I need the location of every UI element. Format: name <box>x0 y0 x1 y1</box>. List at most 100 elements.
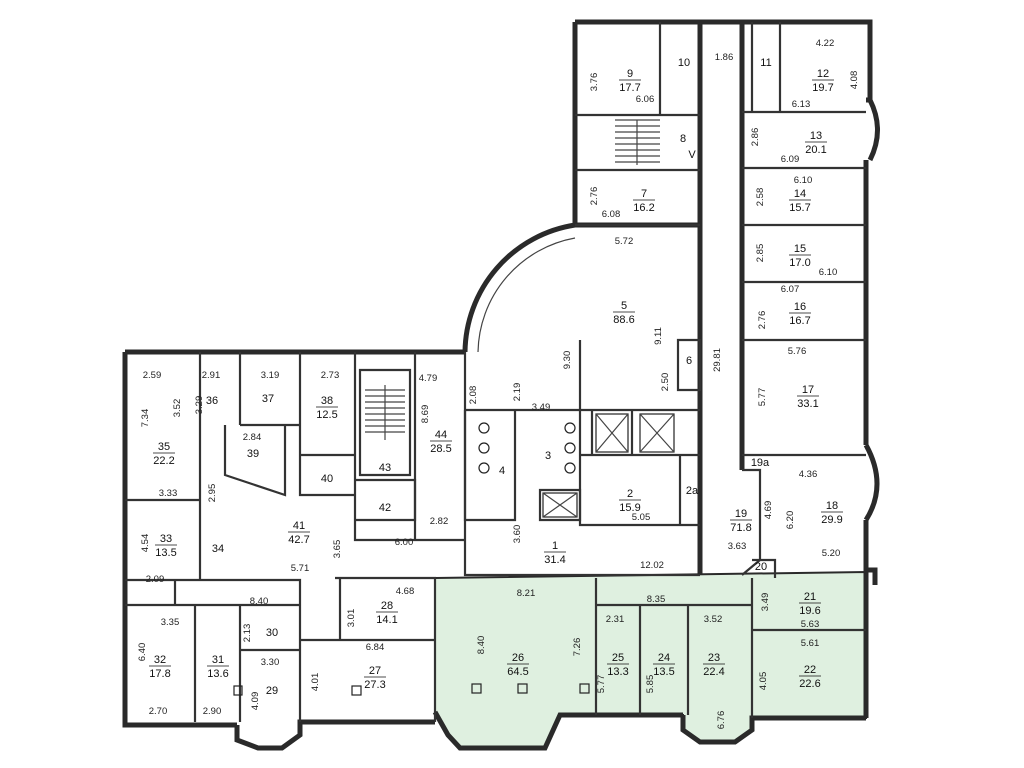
dimension-label: 4.22 <box>816 38 835 49</box>
dimension-label: 5.72 <box>615 236 634 247</box>
dimension-label: 2.50 <box>660 373 671 392</box>
room-number-26: 26 <box>512 652 524 664</box>
room-area-9: 17.7 <box>619 82 640 94</box>
dimension-label: 5.77 <box>757 388 768 407</box>
dimension-label: 2.58 <box>755 188 766 207</box>
room-number-20: 20 <box>755 561 767 573</box>
dimension-label: 7.34 <box>140 409 151 428</box>
dimension-label: 9.30 <box>562 351 573 370</box>
room-area-27: 27.3 <box>364 679 385 691</box>
dimension-label: 3.29 <box>194 396 205 415</box>
dimension-label: 3.60 <box>512 525 523 544</box>
dimension-label: 5.61 <box>801 638 820 649</box>
dimension-label: 3.49 <box>532 402 551 413</box>
dimension-label: 5.20 <box>822 548 841 559</box>
room-area-15: 17.0 <box>789 257 810 269</box>
dimension-label: 3.52 <box>172 399 183 418</box>
dimension-label: 3.76 <box>589 73 600 92</box>
dimension-label: 2.86 <box>750 128 761 147</box>
dimension-label: 4.01 <box>310 673 321 692</box>
dimension-label: 3.30 <box>261 657 280 668</box>
room-number-12: 12 <box>817 68 829 80</box>
dimension-label: 2.09 <box>146 574 165 585</box>
room-area-26: 64.5 <box>507 666 528 678</box>
room-number-18: 18 <box>826 500 838 512</box>
dimension-label: 4.69 <box>763 501 774 520</box>
room-number-24: 24 <box>658 652 670 664</box>
dimension-label: 4.79 <box>419 373 438 384</box>
dimension-label: 3.19 <box>261 370 280 381</box>
dimension-label: 2.84 <box>243 432 262 443</box>
dimension-label: 2.82 <box>430 516 449 527</box>
room-area-2: 15.9 <box>619 502 640 514</box>
dimension-label: 2.19 <box>512 383 523 402</box>
dimension-label: 5.76 <box>788 346 807 357</box>
dimension-label: 4.54 <box>140 534 151 553</box>
elevator-shafts <box>542 413 675 518</box>
room-area-28: 14.1 <box>376 614 397 626</box>
room-number-1: 1 <box>552 540 558 552</box>
room-number-5: 5 <box>621 300 627 312</box>
dimension-label: 4.09 <box>250 692 261 711</box>
interior-walls <box>125 22 866 722</box>
room-area-7: 16.2 <box>633 202 654 214</box>
room-number-15: 15 <box>794 243 806 255</box>
room-number-34: 34 <box>212 543 224 555</box>
room-number-41: 41 <box>293 520 305 532</box>
dimension-label: 6.08 <box>602 209 621 220</box>
room-area-1: 31.4 <box>544 554 565 566</box>
room-number-30: 30 <box>266 627 278 639</box>
dimension-label: 3.01 <box>346 609 357 628</box>
dimension-label: 3.35 <box>161 617 180 628</box>
room-number-19a: 19a <box>751 457 770 469</box>
dimension-label: 12.02 <box>640 560 664 571</box>
room-number-7: 7 <box>641 188 647 200</box>
room-number-38: 38 <box>321 395 333 407</box>
staircase-west <box>365 385 405 440</box>
dimension-label: 4.36 <box>799 469 818 480</box>
room-area-17: 33.1 <box>797 398 818 410</box>
dimension-label: 6.00 <box>395 537 414 548</box>
dimension-label: 6.06 <box>636 94 655 105</box>
dimension-label: 2.13 <box>242 624 253 643</box>
dimension-label: 6.07 <box>781 284 800 295</box>
dimension-label: 8.40 <box>250 596 269 607</box>
room-number-43: 43 <box>379 462 391 474</box>
dimension-label: 3.49 <box>760 593 771 612</box>
room-number-32: 32 <box>154 654 166 666</box>
dimension-label: 3.52 <box>704 614 723 625</box>
room-number-14: 14 <box>794 188 806 200</box>
dimension-label: 6.40 <box>137 643 148 662</box>
room-area-13: 20.1 <box>805 144 826 156</box>
staircase-north <box>615 119 660 165</box>
dimension-label: 8.21 <box>517 588 536 599</box>
room-number-11: 11 <box>760 57 771 69</box>
room-number-9: 9 <box>627 68 633 80</box>
room-area-16: 16.7 <box>789 315 810 327</box>
dimension-label: 5.71 <box>291 563 310 574</box>
room-number-3: 3 <box>545 450 551 462</box>
dimension-label: 2.85 <box>755 244 766 263</box>
room-number-27: 27 <box>369 665 381 677</box>
dimension-label: 7.26 <box>572 638 583 657</box>
room-number-21: 21 <box>804 591 816 603</box>
room-area-23: 22.4 <box>703 666 724 678</box>
dimension-label: 4.68 <box>396 586 415 597</box>
dimension-label: 6.10 <box>794 175 813 186</box>
dimension-label: 6.76 <box>716 711 727 730</box>
room-number-6: 6 <box>686 355 692 367</box>
dimension-label: 6.13 <box>792 99 811 110</box>
stair-mark: V <box>688 149 696 161</box>
room-number-35: 35 <box>158 441 170 453</box>
room-number-40: 40 <box>321 473 333 485</box>
dimension-labels: 3.766.061.864.224.086.132.866.096.102.58… <box>137 38 860 729</box>
room-area-22: 22.6 <box>799 678 820 690</box>
dimension-label: 5.05 <box>632 512 651 523</box>
room-number-36: 36 <box>206 395 218 407</box>
room-number-17: 17 <box>802 384 814 396</box>
dimension-label: 5.85 <box>645 675 656 694</box>
dimension-label: 3.65 <box>332 540 343 559</box>
dimension-label: 8.35 <box>647 594 666 605</box>
dimension-label: 2.91 <box>202 370 221 381</box>
